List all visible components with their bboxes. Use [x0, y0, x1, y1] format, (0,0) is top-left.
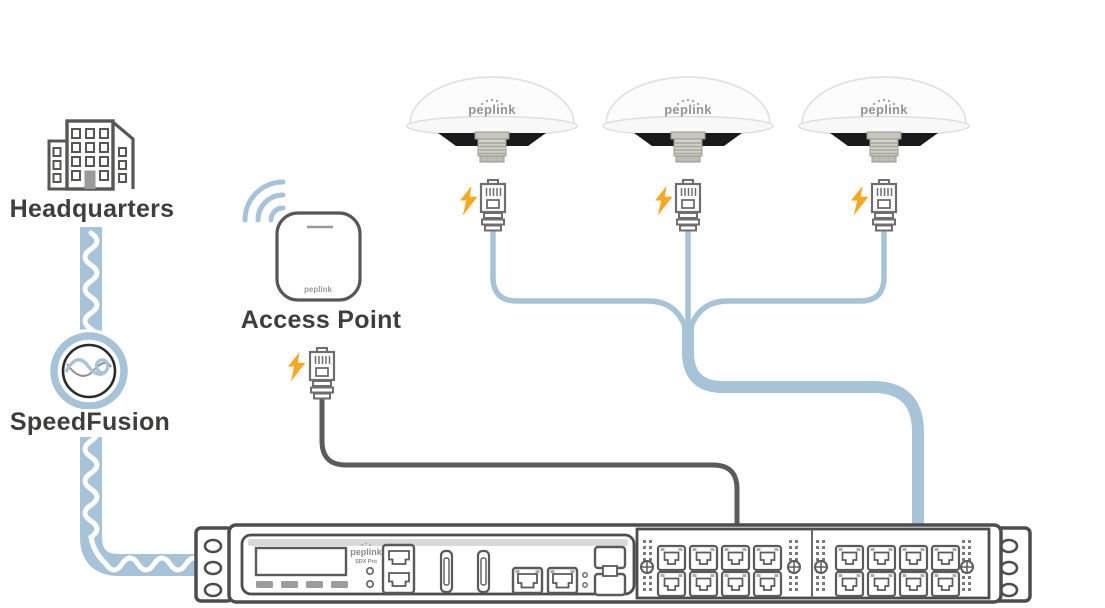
screw-icon [960, 560, 974, 574]
router-model: SDX Pro [355, 559, 378, 565]
lan-port-pair-4 [752, 544, 783, 598]
headquarters-icon [47, 119, 135, 191]
lan-switch-module [635, 527, 991, 600]
lan-port-pair-7 [898, 544, 929, 598]
wan-port-stack [381, 543, 416, 595]
speedfusion-wave-blue [64, 358, 110, 376]
wifi-waves-icon [242, 179, 286, 223]
speedfusion-cable [80, 227, 221, 576]
lan-port-pair-1 [656, 544, 687, 598]
antenna-cable-3 [686, 231, 887, 337]
rj45-plug-antenna-3 [870, 178, 898, 232]
status-led-1 [365, 566, 375, 576]
speedfusion-icon [47, 329, 131, 413]
usb-port-2 [476, 549, 491, 594]
port-led-2 [582, 582, 588, 588]
lightning-bolt-icon-1 [460, 186, 478, 216]
dome-brand-2: peplink [664, 102, 712, 117]
console-port-1 [511, 566, 544, 595]
router-brand: peplink [350, 547, 382, 557]
dome-antenna-1 [406, 76, 578, 163]
dome-brand-1: peplink [468, 102, 516, 117]
usb-port-1 [439, 549, 454, 594]
rack-router: peplink SDX Pro [194, 523, 1032, 604]
router-brand-dots [361, 542, 371, 546]
antenna-cable-1 [490, 231, 692, 338]
lan-port-pair-2 [688, 544, 719, 598]
lcd-buttons [256, 581, 348, 588]
door [84, 170, 96, 189]
antenna-trunk-cable [682, 326, 924, 530]
dome-brand-3: peplink [860, 102, 908, 117]
antenna-cables [490, 231, 924, 530]
lan-port-pair-8 [930, 544, 961, 598]
access-point-cable [319, 396, 740, 530]
headquarters-label: Headquarters [0, 195, 184, 224]
access-point-brand: peplink [304, 285, 333, 294]
lightning-bolt-icon-3 [851, 186, 869, 216]
router-module: peplink SDX Pro [240, 533, 636, 597]
screw-icon [787, 560, 801, 574]
lan-port-pair-5 [834, 544, 865, 598]
sfp-module [593, 545, 627, 597]
port-led-1 [582, 572, 588, 578]
rj45-plug-access-point [308, 346, 336, 400]
screw-icon [640, 560, 654, 574]
console-port-2 [546, 566, 579, 595]
lan-port-pair-6 [866, 544, 897, 598]
lightning-bolt-icon-2 [655, 186, 673, 216]
lan-port-pair-3 [720, 544, 751, 598]
access-point-icon: peplink [242, 179, 362, 302]
lightning-bolt-icon-ap [288, 352, 306, 382]
rj45-plug-antenna-2 [674, 178, 702, 232]
speedfusion-label: SpeedFusion [6, 408, 174, 437]
status-led-2 [365, 579, 375, 589]
dome-antenna-2 [602, 76, 774, 163]
screw-icon [814, 560, 828, 574]
lcd-display [254, 546, 348, 577]
access-point-label: Access Point [238, 306, 404, 335]
rj45-plug-antenna-1 [479, 178, 507, 232]
dome-antenna-3 [798, 76, 970, 163]
